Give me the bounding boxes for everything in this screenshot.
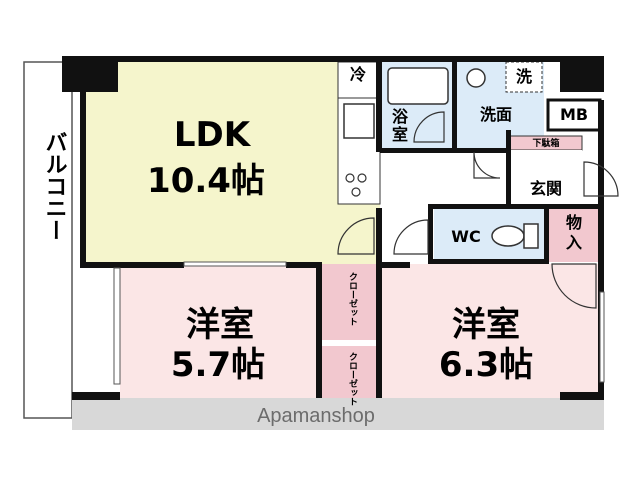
windows [113, 261, 605, 385]
closet-2-floor [320, 346, 380, 398]
storage-label-2: 入 [566, 233, 582, 252]
bath-label-2: 室 [392, 125, 408, 144]
washbasin [466, 68, 486, 88]
watermark: Apamanshop [257, 405, 375, 427]
wc-label: WC [451, 227, 480, 246]
ldk-floor [86, 62, 380, 264]
washroom-label: 洗面 [480, 105, 512, 124]
storage-label-1: 物 [566, 213, 582, 232]
balcony-label: バルコニー [42, 131, 67, 241]
western-room-2-size: 6.3帖 [439, 345, 533, 385]
door-swings [337, 111, 619, 309]
kitchen-sink [343, 103, 375, 139]
mb-box [546, 98, 602, 132]
washer-space [505, 61, 543, 93]
toilet-tank [523, 223, 539, 249]
closet-1-label: クローゼット [347, 272, 358, 326]
toilet [491, 225, 525, 247]
western-room-1-size: 5.7帖 [171, 345, 265, 385]
ldk-size: 10.4帖 [147, 161, 265, 201]
walls [62, 56, 604, 400]
bathtub [387, 67, 449, 105]
shoe-box-label: 下駄箱 [532, 137, 559, 149]
entrance-label: 玄関 [530, 179, 562, 198]
closet-2-label: クローゼット [347, 352, 358, 406]
entrance-floor [510, 150, 582, 206]
bath-label-1: 浴 [392, 107, 409, 126]
closet-1-floor [320, 264, 380, 340]
western-room-1-floor [120, 264, 320, 398]
balcony-floor [72, 398, 604, 430]
washer-label: 洗 [516, 67, 532, 86]
stove-burner-2 [357, 173, 367, 183]
fridge-label: 冷 [350, 65, 366, 84]
western-room-1-label: 洋室 [186, 305, 254, 345]
stove-burner-3 [351, 187, 361, 197]
mb-label: MB [560, 105, 588, 124]
balcony-area [23, 61, 73, 419]
western-room-2-label: 洋室 [452, 305, 520, 345]
stove-burner-1 [345, 173, 355, 183]
ldk-label: LDK [174, 115, 252, 155]
storage-floor [546, 208, 600, 262]
western-room-2-floor [380, 264, 600, 398]
